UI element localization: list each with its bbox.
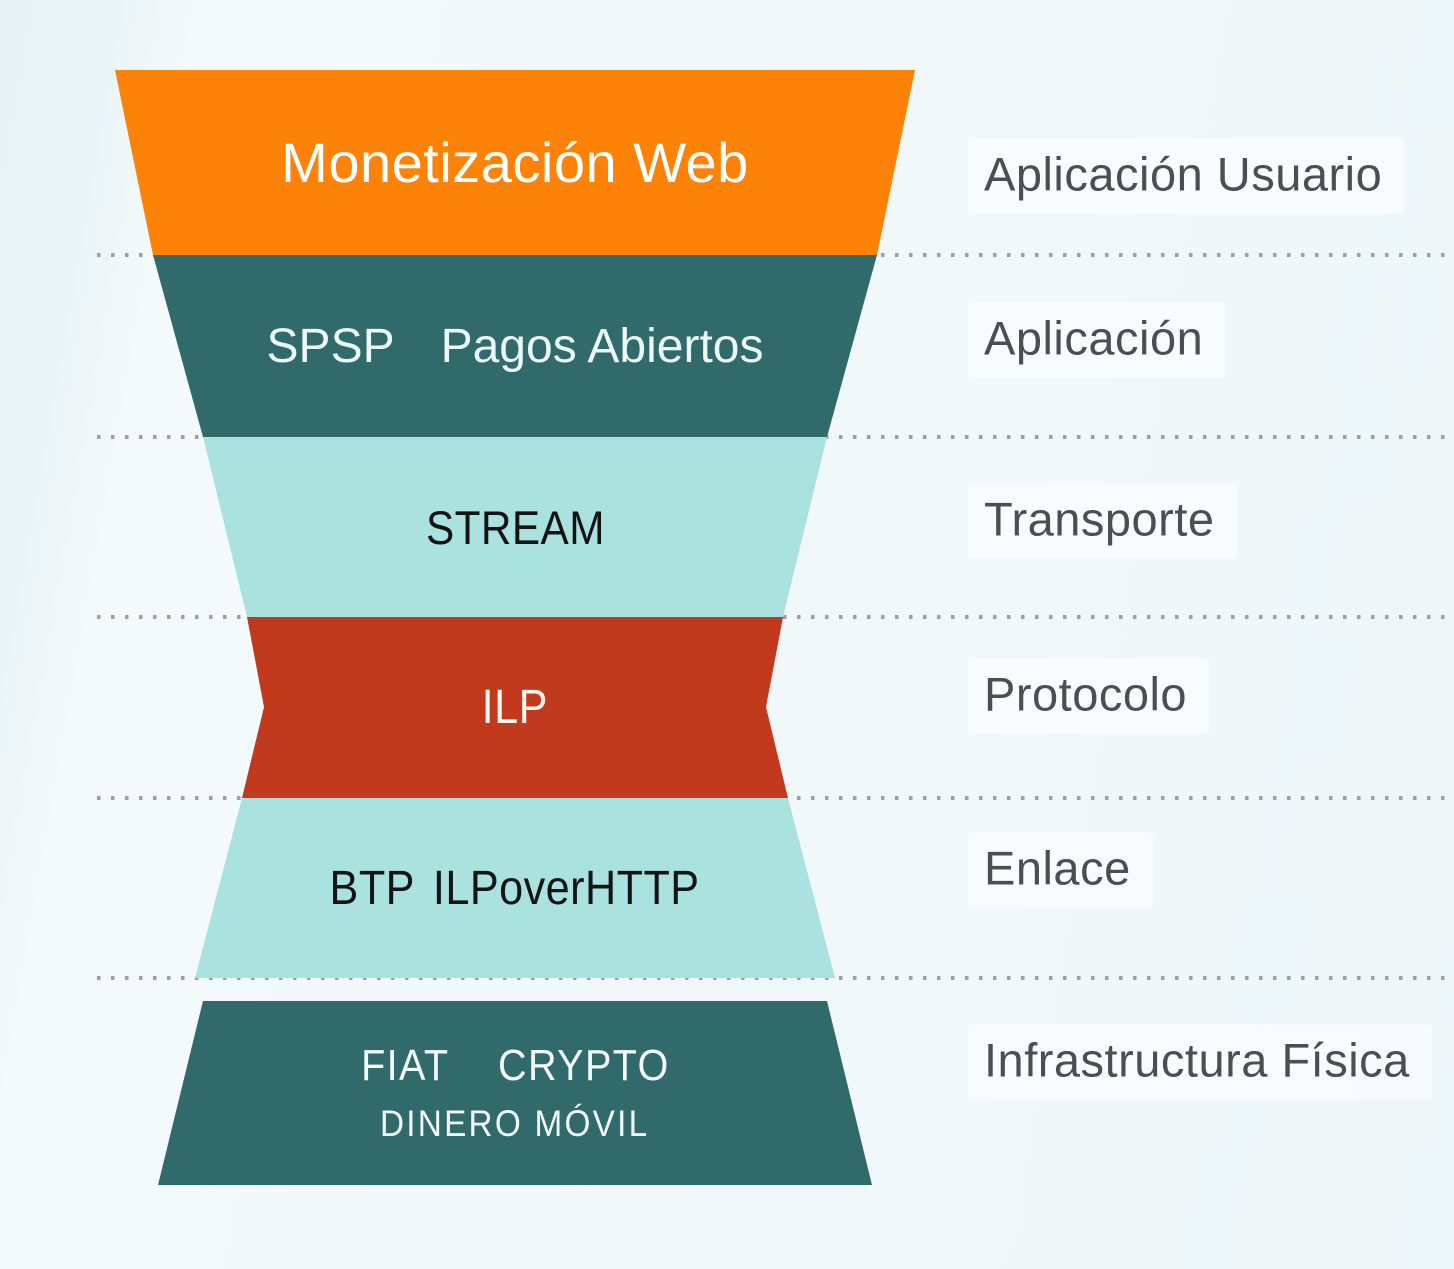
layer-label-crypto: CRYPTO bbox=[497, 1041, 670, 1090]
layer-label-btp: BTP bbox=[329, 861, 416, 915]
layer-label-group: FIAT CRYPTO bbox=[361, 1041, 670, 1091]
layer-label-stream: STREAM bbox=[425, 500, 605, 554]
funnel-layer-btp: BTP ILPoverHTTP bbox=[195, 798, 835, 978]
funnel-layer-ilp: ILP bbox=[242, 617, 788, 798]
funnel-layer-stream: STREAM bbox=[203, 437, 827, 617]
separator-line bbox=[97, 976, 1454, 980]
layer-label-dinero-movil: DINERO MÓVIL bbox=[380, 1103, 650, 1144]
side-label-aplicacion-usuario: Aplicación Usuario bbox=[968, 138, 1405, 214]
layer-label-web-monetization: Monetización Web bbox=[281, 131, 749, 194]
layer-label-group: SPSP Pagos Abiertos bbox=[267, 319, 764, 374]
layer-label-fiat: FIAT bbox=[360, 1041, 449, 1090]
side-label-protocolo: Protocolo bbox=[968, 658, 1210, 734]
layer-label-group: BTP ILPoverHTTP bbox=[330, 861, 700, 916]
layer-label-spsp: SPSP bbox=[266, 319, 395, 373]
layer-label-ilp-over-http: ILPoverHTTP bbox=[433, 861, 700, 915]
layer-label-pagos-abiertos: Pagos Abiertos bbox=[440, 319, 764, 373]
funnel-layer-web-monetization: Monetización Web bbox=[115, 70, 915, 255]
side-label-transporte: Transporte bbox=[968, 483, 1237, 559]
side-label-infrastructura-fisica: Infrastructura Física bbox=[968, 1024, 1432, 1100]
side-label-aplicacion: Aplicación bbox=[968, 302, 1226, 378]
funnel-layer-spsp: SPSP Pagos Abiertos bbox=[153, 255, 877, 437]
layer-label-ilp: ILP bbox=[481, 681, 549, 734]
side-label-enlace: Enlace bbox=[968, 832, 1153, 908]
funnel-layer-infraestructura: FIAT CRYPTO DINERO MÓVIL bbox=[158, 1001, 872, 1185]
